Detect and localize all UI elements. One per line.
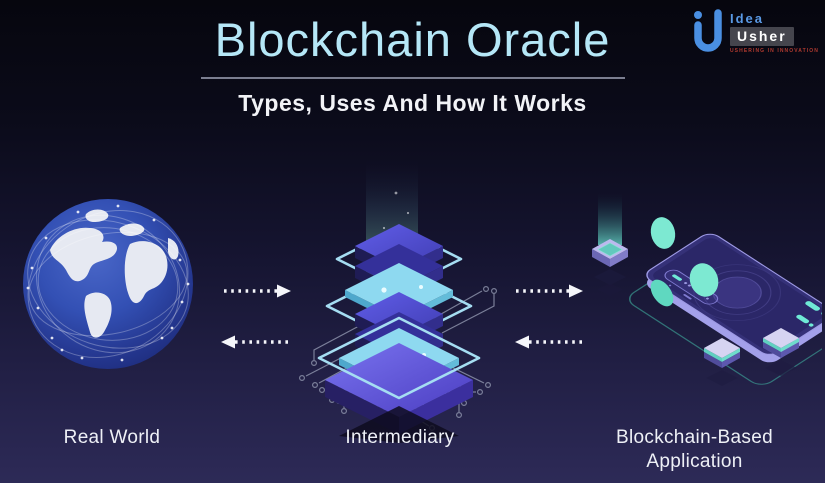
brand-logo-text: Idea Usher USHERING IN INNOVATION (729, 11, 819, 54)
globe-network-dots (26, 204, 190, 362)
label-blockchain-based-application: Blockchain-Based Application (616, 427, 773, 472)
page-title: Blockchain Oracle (214, 13, 611, 66)
globe-continents (50, 209, 179, 338)
header: Blockchain Oracle Types, Uses And How It… (0, 10, 825, 117)
flow-arrow-intermediary-to-realworld (221, 335, 288, 349)
coins (650, 217, 719, 307)
globe-sphere (23, 199, 193, 369)
screen-indicators (796, 301, 822, 327)
beam-particles (382, 191, 410, 230)
wireframe-base-layer (317, 316, 481, 400)
mobile-application-illustration (592, 193, 822, 386)
page-subtitle: Types, Uses And How It Works (238, 89, 587, 116)
brand-logo: Idea Usher USHERING IN INNOVATION (688, 8, 819, 56)
idea-usher-icon (693, 9, 722, 52)
brand-name-bottom: Usher (729, 27, 794, 46)
brand-tagline: USHERING IN INNOVATION (729, 48, 819, 54)
data-cube-beam (592, 193, 628, 296)
block-stack (325, 224, 473, 443)
data-cubes (704, 328, 799, 386)
title-divider (200, 76, 625, 79)
label-intermediary: Intermediary (345, 427, 455, 448)
blockchain-stack-illustration (299, 158, 498, 443)
brand-name-top: Idea (729, 11, 764, 26)
flow-arrow-app-to-intermediary (515, 335, 582, 349)
label-real-world: Real World (63, 427, 161, 448)
globe-network-illustration (23, 199, 193, 369)
globe-circuit-overlay (27, 210, 189, 358)
flow-arrow-intermediary-to-app (516, 284, 583, 298)
flow-arrow-realworld-to-intermediary (224, 284, 291, 298)
